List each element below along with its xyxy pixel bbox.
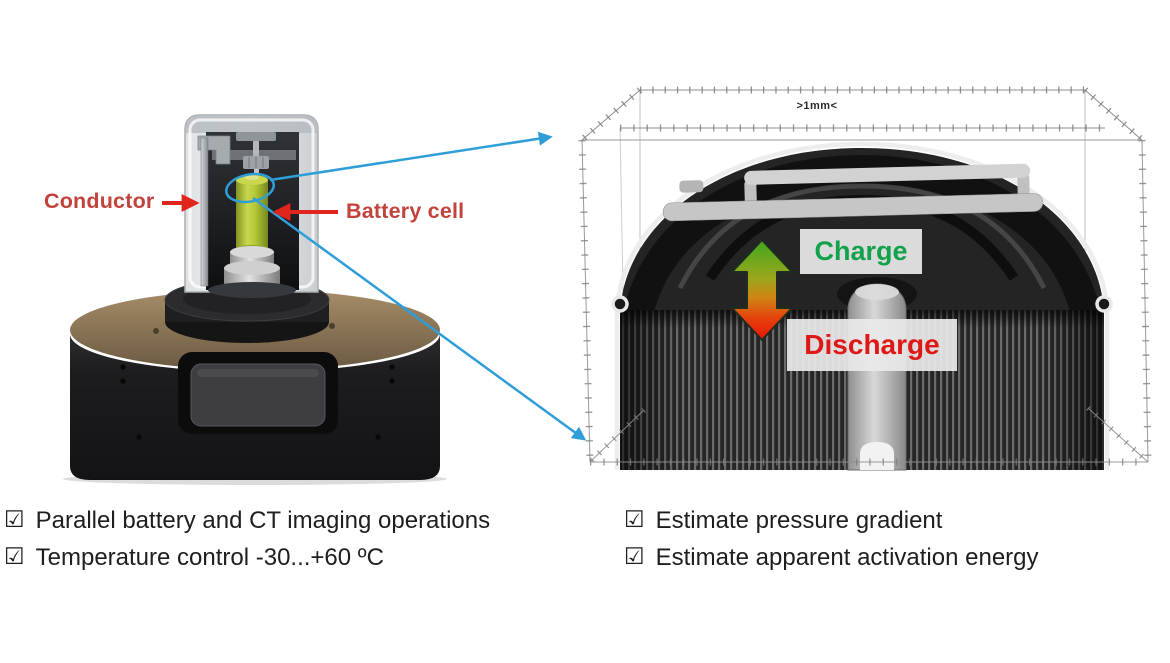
zoom-region-ellipse	[224, 172, 276, 204]
ruler-ticks-back	[579, 86, 1145, 143]
scale-label: >1mm<	[796, 100, 838, 112]
battery-cell-label: Battery cell	[346, 199, 465, 223]
checkbox-icon: ☑	[624, 506, 645, 532]
checklist-item-label: Parallel battery and CT imaging operatio…	[35, 506, 491, 534]
zoom-callout-line-bottom	[252, 196, 587, 441]
checklist-item: ☑ Estimate pressure gradient	[624, 502, 1039, 539]
checkbox-icon: ☑	[4, 506, 25, 532]
checklist-item: ☑ Temperature control -30...+60 ºC	[4, 539, 490, 576]
charge-discharge-gradient-arrow-icon	[731, 239, 793, 341]
checklist-item-label: Estimate pressure gradient	[655, 506, 943, 534]
checklist-left: ☑ Parallel battery and CT imaging operat…	[4, 502, 490, 576]
checklist-item: ☑ Parallel battery and CT imaging operat…	[4, 502, 490, 539]
drum-window	[178, 352, 338, 434]
checkbox-icon: ☑	[4, 543, 25, 569]
checklist-item: ☑ Estimate apparent activation energy	[624, 539, 1039, 576]
discharge-label: Discharge	[787, 319, 957, 371]
drum-screws	[120, 364, 395, 440]
conductor-label: Conductor	[44, 189, 155, 213]
terminal-plates	[662, 163, 1044, 222]
spindle	[236, 132, 276, 181]
checklist-item-label: Estimate apparent activation energy	[655, 543, 1039, 571]
checkbox-icon: ☑	[624, 543, 645, 569]
ct-render	[578, 86, 1152, 471]
crimp-left	[611, 295, 629, 313]
checklist-right: ☑ Estimate pressure gradient ☑ Estimate …	[624, 502, 1039, 576]
checklist-item-label: Temperature control -30...+60 ºC	[35, 543, 384, 571]
wireframe-box-front	[581, 139, 1149, 463]
crimp-right	[1095, 295, 1113, 313]
conductor-rail	[200, 137, 209, 287]
zoom-callout-line-top	[269, 131, 553, 182]
can-rim	[614, 141, 1110, 470]
base-drum	[63, 290, 447, 485]
charge-label: Charge	[800, 229, 922, 274]
